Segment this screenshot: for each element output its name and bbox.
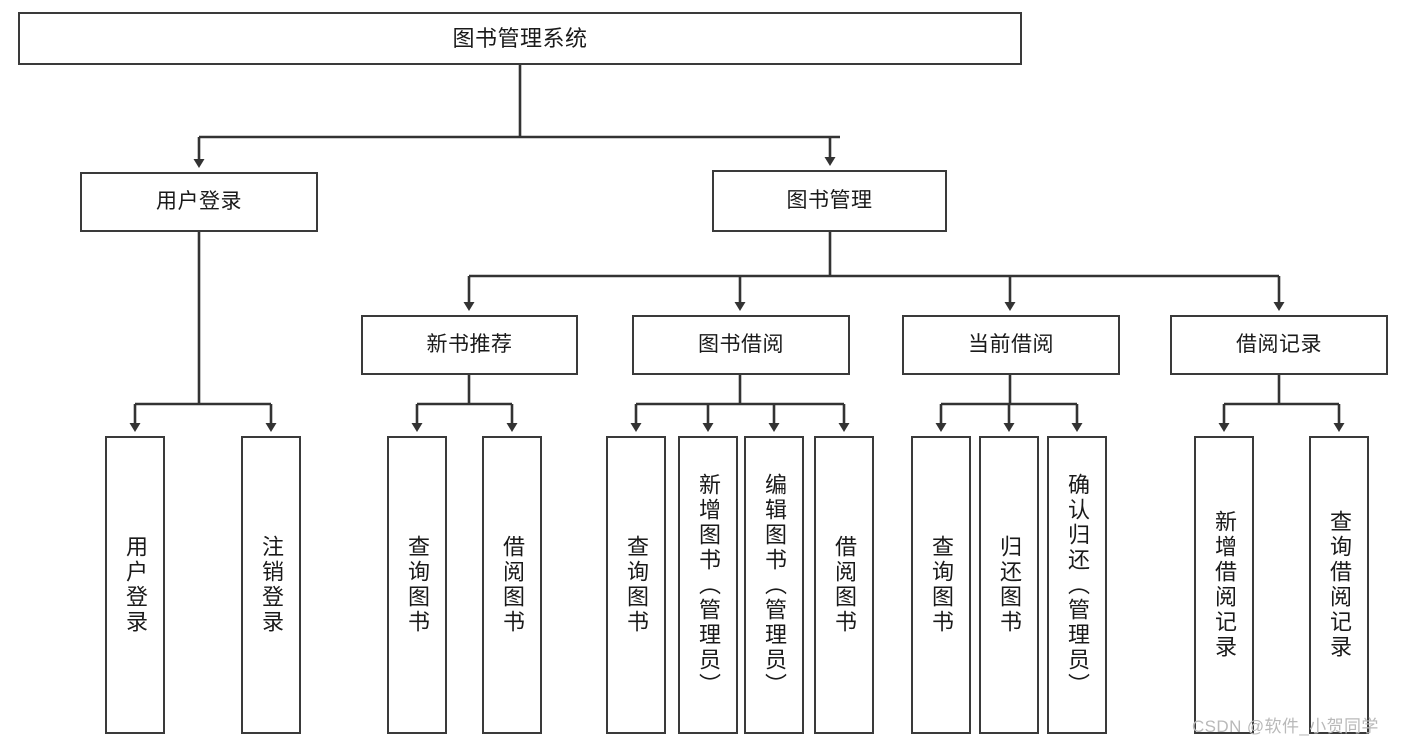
- node-user-login[interactable]: 用户登录: [80, 172, 318, 232]
- node-label: 注销登录: [259, 535, 284, 635]
- node-leaf-borrow-book[interactable]: 借阅图书: [814, 436, 874, 734]
- node-leaf-query-borrow-record[interactable]: 查询借阅记录: [1309, 436, 1369, 734]
- csdn-watermark: CSDN @软件_小贺同学: [1192, 717, 1379, 736]
- node-leaf-borrow-book-recommend[interactable]: 借阅图书: [482, 436, 542, 734]
- node-label: 图书借阅: [698, 332, 784, 356]
- node-leaf-add-borrow-record[interactable]: 新增借阅记录: [1194, 436, 1254, 734]
- node-label: 确认归还（管理员）: [1065, 472, 1090, 698]
- node-leaf-edit-book-admin[interactable]: 编辑图书（管理员）: [744, 436, 804, 734]
- node-label: 新书推荐: [426, 332, 513, 356]
- node-label: 查询借阅记录: [1327, 510, 1352, 660]
- node-label: 查询图书: [929, 535, 954, 635]
- node-borrow-record[interactable]: 借阅记录: [1170, 315, 1388, 375]
- node-leaf-user-login[interactable]: 用户登录: [105, 436, 165, 734]
- node-label: 用户登录: [156, 189, 242, 213]
- node-label: 图书管理系统: [452, 25, 588, 51]
- node-label: 新增图书（管理员）: [696, 472, 721, 698]
- node-book-borrow[interactable]: 图书借阅: [632, 315, 850, 375]
- node-label: 归还图书: [997, 535, 1022, 635]
- node-label: 当前借阅: [968, 332, 1054, 356]
- node-book-management[interactable]: 图书管理: [712, 170, 947, 232]
- node-leaf-query-book-recommend[interactable]: 查询图书: [387, 436, 447, 734]
- node-label: 编辑图书（管理员）: [762, 472, 787, 698]
- node-current-borrow[interactable]: 当前借阅: [902, 315, 1120, 375]
- node-label: 借阅记录: [1236, 332, 1322, 356]
- node-root-book-management-system[interactable]: 图书管理系统: [18, 12, 1022, 65]
- node-label: 用户登录: [123, 535, 148, 635]
- node-leaf-return-book[interactable]: 归还图书: [979, 436, 1039, 734]
- node-label: 新增借阅记录: [1212, 510, 1237, 660]
- node-label: 图书管理: [786, 188, 873, 212]
- node-leaf-add-book-admin[interactable]: 新增图书（管理员）: [678, 436, 738, 734]
- node-leaf-query-book-current[interactable]: 查询图书: [911, 436, 971, 734]
- node-label: 查询图书: [405, 535, 430, 635]
- node-leaf-query-book-borrow[interactable]: 查询图书: [606, 436, 666, 734]
- node-label: 借阅图书: [832, 535, 857, 635]
- node-label: 查询图书: [624, 535, 649, 635]
- node-new-book-recommend[interactable]: 新书推荐: [361, 315, 578, 375]
- node-leaf-confirm-return-admin[interactable]: 确认归还（管理员）: [1047, 436, 1107, 734]
- node-leaf-logout[interactable]: 注销登录: [241, 436, 301, 734]
- node-label: 借阅图书: [500, 535, 525, 635]
